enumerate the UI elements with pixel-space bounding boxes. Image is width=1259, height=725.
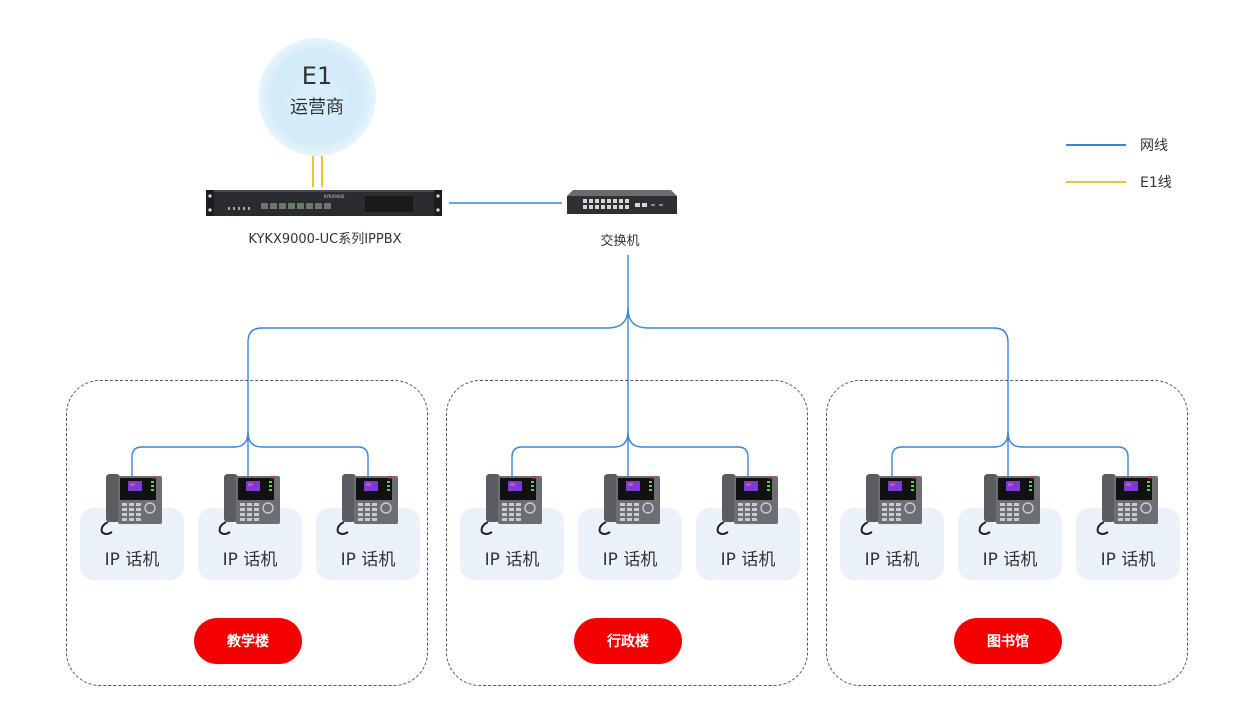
ip-phone-label: IP 话机 (484, 550, 540, 570)
ip-phone-label: IP 话机 (1100, 550, 1156, 570)
e1-carrier-node (258, 38, 376, 156)
zone-name-badge: 行政楼 (574, 618, 682, 664)
svg-text:KYKX9000: KYKX9000 (324, 194, 345, 199)
legend-network-line-swatch (1066, 144, 1126, 146)
ip-phone-label: IP 话机 (602, 550, 658, 570)
pbx-label: KYKX9000-UC系列IPPBX (248, 232, 402, 247)
legend-e1-line-swatch (1066, 181, 1126, 183)
ip-phone-icon (480, 470, 544, 536)
zone-name-badge: 教学楼 (194, 618, 302, 664)
zone-admin-building (446, 380, 808, 686)
legend-network-line-label: 网线 (1140, 138, 1168, 154)
ip-phone-label: IP 话机 (104, 550, 160, 570)
network-switch-icon (567, 190, 677, 214)
network-branch-right (627, 307, 1009, 440)
ip-phone-icon (336, 470, 400, 536)
e1-title: E1 (301, 62, 333, 90)
ip-phone-label: IP 话机 (222, 550, 278, 570)
ip-phone-label: IP 话机 (864, 550, 920, 570)
zone2-fan (511, 431, 749, 476)
zone3-fan (891, 431, 1129, 476)
switch-label: 交换机 (600, 234, 640, 249)
zone-teaching-building (66, 380, 428, 686)
ip-phone-icon (100, 470, 164, 536)
ip-phone-icon (598, 470, 662, 536)
ip-phone-label: IP 话机 (340, 550, 396, 570)
pbx-device-icon: KYKX9000 (206, 190, 442, 216)
ip-phone-icon (1096, 470, 1160, 536)
zone-library (826, 380, 1188, 686)
e1-subtitle: 运营商 (290, 97, 344, 118)
ip-phone-icon (716, 470, 780, 536)
legend-e1-line-label: E1线 (1140, 175, 1172, 191)
ip-phone-label: IP 话机 (720, 550, 776, 570)
network-branch-left (247, 307, 629, 440)
zone1-fan (131, 431, 369, 476)
legend: 网线 E1线 (1066, 134, 1196, 194)
ip-phone-icon (978, 470, 1042, 536)
ip-phone-icon (218, 470, 282, 536)
ip-phone-icon (860, 470, 924, 536)
ip-phone-label: IP 话机 (982, 550, 1038, 570)
zone-name-badge: 图书馆 (954, 618, 1062, 664)
